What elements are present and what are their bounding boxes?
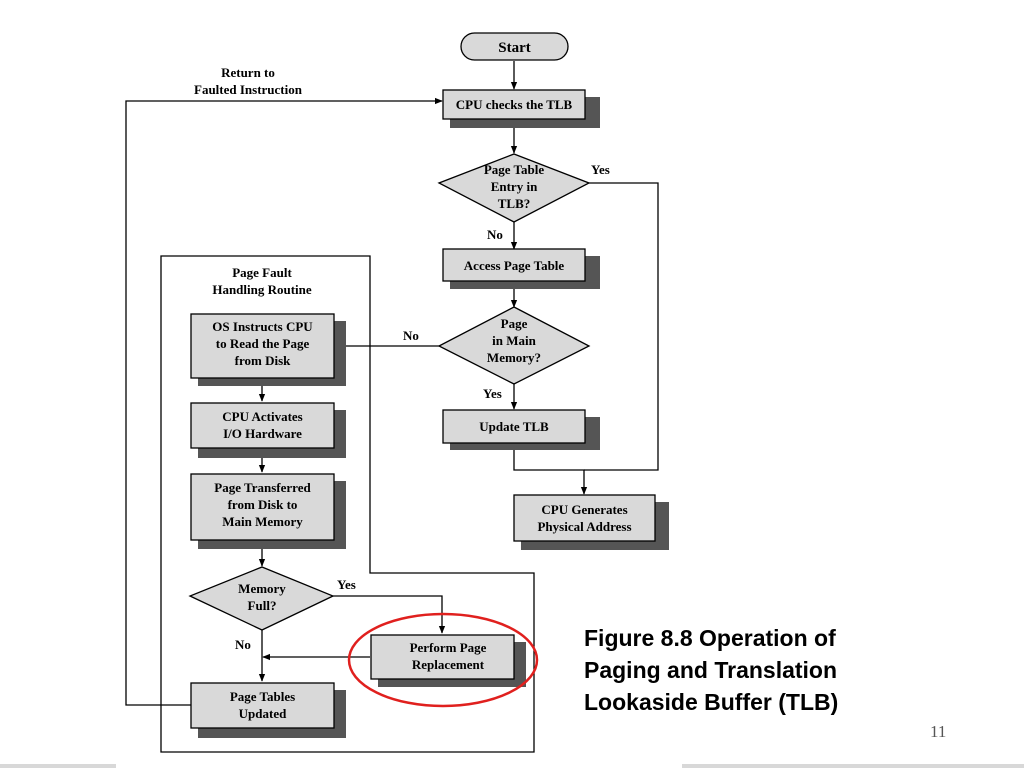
text-line: No — [235, 637, 251, 652]
node-label: Page Transferred from Disk to Main Memory — [214, 480, 311, 529]
caption-line-2: Paging and Translation — [584, 657, 838, 683]
return-to-label: Return to Faulted Instruction — [194, 65, 303, 97]
footer-bar-right — [682, 764, 1024, 768]
no-label-memory: No — [403, 328, 419, 343]
process-box-access-page-table: Access Page Table — [442, 248, 600, 289]
text-line: CPU Generates — [541, 502, 627, 517]
text-line: from Disk to — [228, 497, 298, 512]
text-line: Return to — [221, 65, 275, 80]
text-line: Yes — [337, 577, 356, 592]
text-line: TLB? — [498, 196, 531, 211]
text-line: CPU checks the TLB — [456, 97, 573, 112]
text-line: Yes — [483, 386, 502, 401]
text-line: Memory? — [487, 350, 541, 365]
text-line: I/O Hardware — [223, 426, 302, 441]
process-box-update-tlb: Update TLB — [442, 409, 600, 450]
process-box-cpu-checks-tlb: CPU checks the TLB — [442, 89, 600, 128]
start-node: Start — [460, 32, 569, 61]
text-line: Updated — [239, 706, 287, 721]
arrow-return-to-cpu-check — [125, 97, 443, 706]
text-line: Update TLB — [479, 419, 549, 434]
yes-label-tlb: Yes — [591, 162, 610, 177]
text-line: from Disk — [235, 353, 292, 368]
text-line: Memory — [238, 581, 286, 596]
text-line: Physical Address — [537, 519, 631, 534]
text-line: OS Instructs CPU — [212, 319, 313, 334]
node-label: Update TLB — [479, 419, 549, 434]
text-line: Page Table — [484, 162, 545, 177]
text-line: Page Fault — [232, 265, 292, 280]
text-line: Page Transferred — [214, 480, 311, 495]
yes-label-full: Yes — [337, 577, 356, 592]
text-line: Handling Routine — [212, 282, 312, 297]
text-line: No — [487, 227, 503, 242]
node-label: Access Page Table — [464, 258, 565, 273]
line-yes-tlb — [584, 182, 659, 471]
text-line: Start — [498, 40, 531, 56]
handler-routine-outline — [160, 255, 535, 753]
text-line: Yes — [591, 162, 610, 177]
replacement-highlight-ellipse — [347, 612, 539, 708]
text-line: Full? — [248, 598, 277, 613]
text-line: Page Tables — [230, 689, 295, 704]
text-line: Perform Page — [410, 640, 487, 655]
process-box-page-transferred: Page Transferred from Disk to Main Memory — [190, 473, 346, 549]
node-label: CPU checks the TLB — [456, 97, 573, 112]
figure-caption: Figure 8.8 Operation of Paging and Trans… — [584, 622, 914, 718]
text-line: CPU Activates — [222, 409, 303, 424]
text-line: to Read the Page — [216, 336, 310, 351]
text-line: Main Memory — [222, 514, 303, 529]
footer-bar-left — [0, 764, 116, 768]
process-box-os-instructs-cpu: OS Instructs CPU to Read the Page from Dis… — [190, 313, 346, 386]
text-line: Entry in — [491, 179, 538, 194]
caption-line-1: Figure 8.8 Operation of — [584, 625, 836, 651]
start-label: Start — [498, 40, 531, 56]
caption-line-3: Lookaside Buffer (TLB) — [584, 689, 839, 715]
text-line: Page — [501, 316, 528, 331]
arrow-yes-full-to-replacement — [333, 595, 446, 634]
text-line: No — [403, 328, 419, 343]
no-label-tlb: No — [487, 227, 503, 242]
yes-label-memory: Yes — [483, 386, 502, 401]
text-line: Access Page Table — [464, 258, 565, 273]
slide-number: 11 — [930, 722, 947, 741]
text-line: Faulted Instruction — [194, 82, 303, 97]
no-label-full: No — [235, 637, 251, 652]
text-line: Replacement — [412, 657, 485, 672]
node-label: OS Instructs CPU to Read the Page from Dis… — [212, 319, 313, 368]
arrow-update-to-generate — [513, 443, 588, 495]
text-line: in Main — [492, 333, 536, 348]
